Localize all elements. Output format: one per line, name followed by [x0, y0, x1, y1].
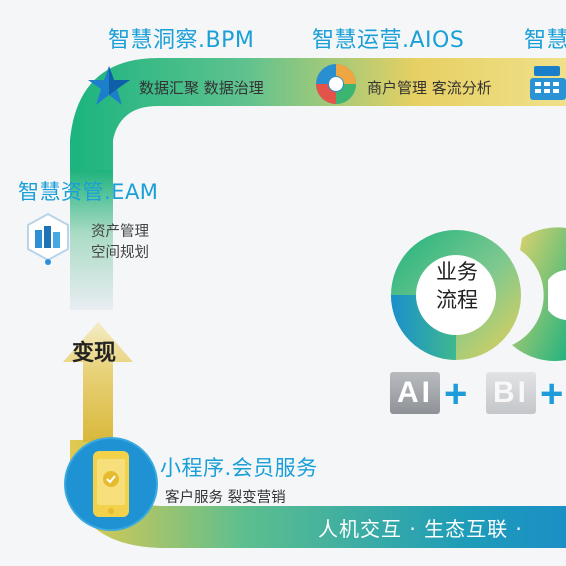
ai-box: AI	[397, 376, 433, 409]
band-text: 人机交互 · 生态互联 ·	[318, 517, 523, 541]
title-third: 智慧	[524, 28, 566, 53]
plus-sign-2: +	[540, 372, 564, 416]
title-bpm: 智慧洞察.BPM	[108, 28, 255, 53]
sub-asset: 资产管理	[91, 224, 149, 240]
arrow-label: 变现	[72, 341, 117, 366]
sub-space: 空间规划	[91, 245, 149, 261]
plus-sign-1: +	[444, 372, 468, 416]
swirl-logo-icon	[316, 64, 356, 104]
title-eam: 智慧资管.EAM	[18, 180, 159, 204]
server-cube-icon	[27, 212, 69, 265]
ring-label-line2: 流程	[436, 288, 478, 312]
title-aios: 智慧运营.AIOS	[312, 28, 465, 53]
phone-icon	[93, 451, 129, 517]
ring-label: 业务 流程	[426, 258, 488, 314]
cash-register-icon	[530, 66, 566, 100]
star-icon	[88, 66, 130, 105]
title-miniapp: 小程序.会员服务	[160, 456, 318, 480]
bi-box: BI	[493, 376, 529, 409]
sub-data: 数据汇聚 数据治理	[139, 79, 264, 97]
ring-label-line1: 业务	[436, 260, 478, 284]
sub-service: 客户服务 裂变营销	[165, 490, 286, 506]
sub-merchant: 商户管理 客流分析	[367, 79, 492, 97]
